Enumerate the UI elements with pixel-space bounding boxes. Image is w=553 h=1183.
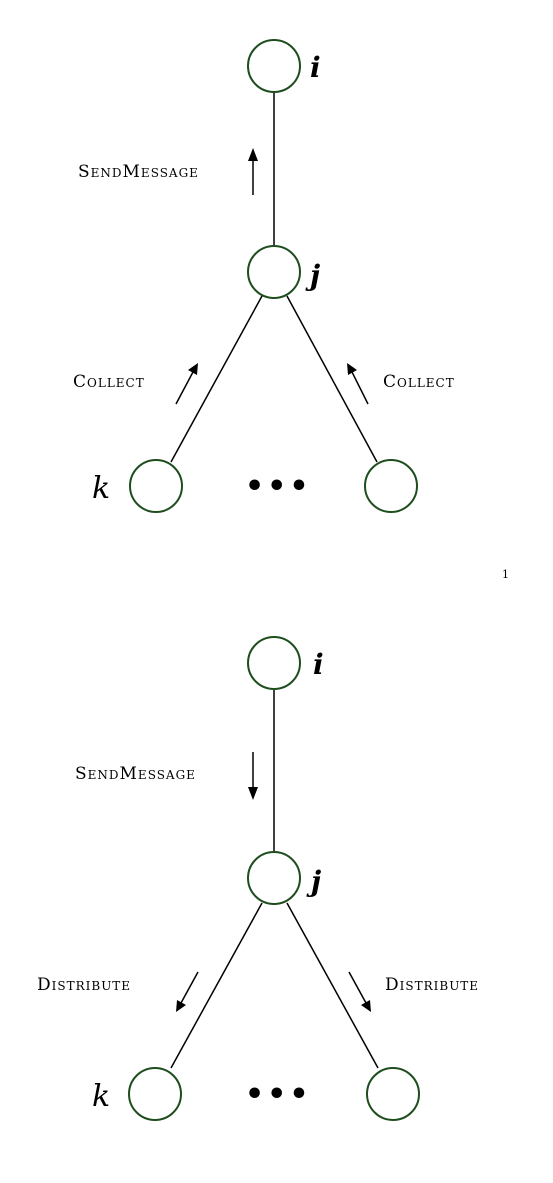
arrow-up-sendmessage [248,148,258,195]
arrow-distribute-right [348,971,371,1012]
diagram-bottom: i j k ••• SendMessage Distribute Distrib… [37,636,479,1121]
arrow-down-sendmessage [248,752,258,800]
arrow-collect-left [175,363,198,405]
node-k-top [129,459,183,513]
edge-label-sendmessage-bottom: SendMessage [75,764,196,784]
arrow-collect-right [347,363,369,405]
ellipsis-bottom: ••• [245,1077,312,1112]
edge-j-k-top [170,295,263,463]
arrow-distribute-left [176,971,199,1012]
node-label-k-bottom: k [92,1079,110,1114]
edge-label-distribute-right: Distribute [385,975,479,995]
node-label-j-top: j [305,259,320,292]
diagram-top: i j k ••• SendMessage Collect Collect [73,39,455,513]
edge-j-k-bottom [170,902,263,1069]
edge-label-sendmessage-top: SendMessage [78,162,199,182]
edge-j-right-bottom [286,902,379,1069]
node-k-bottom [128,1067,182,1121]
edge-label-collect-left: Collect [73,372,145,392]
ellipsis-top: ••• [245,469,312,504]
node-j-top [247,245,301,299]
node-label-k-top: k [92,471,110,506]
node-right-leaf-top [364,459,418,513]
node-label-j-bottom: j [306,865,321,898]
node-label-i-top: i [310,51,321,84]
edge-label-collect-right: Collect [383,372,455,392]
edge-label-distribute-left: Distribute [37,975,131,995]
node-i-top [247,39,301,93]
page-number: 1 [502,568,509,581]
node-i-bottom [247,636,301,690]
node-j-bottom [247,851,301,905]
node-label-i-bottom: i [313,648,324,681]
edge-j-right-top [286,295,378,463]
node-right-leaf-bottom [366,1067,420,1121]
